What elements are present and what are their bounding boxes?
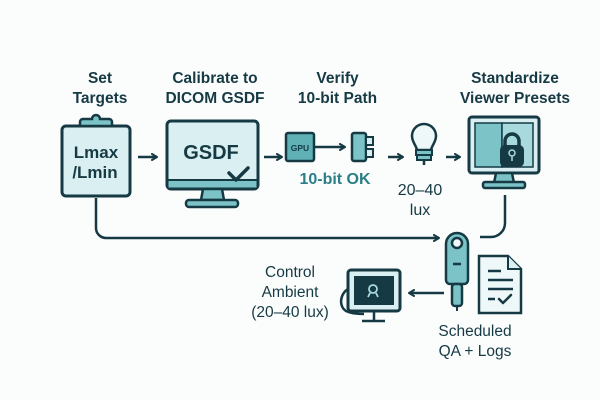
- caption-line: QA + Logs: [438, 343, 512, 360]
- document-check-icon: [477, 254, 523, 315]
- clipboard-icon: Lmax /Lmin: [60, 113, 132, 198]
- title-line: Viewer Presets: [459, 90, 570, 107]
- caption-line: Control: [265, 264, 315, 281]
- step-presets-title: Standardize Viewer Presets: [440, 69, 590, 109]
- caption-line: Scheduled: [438, 323, 512, 340]
- gpu-connector-icon: GPU: [284, 131, 374, 163]
- title-line: Verify: [316, 70, 359, 87]
- clipboard-text-line: Lmax: [74, 143, 119, 162]
- gpu-label: GPU: [291, 143, 309, 153]
- caption-line: lux: [409, 202, 431, 219]
- caption-line: Ambient: [261, 284, 319, 301]
- flow-connector: [480, 195, 507, 239]
- title-line: Targets: [72, 90, 128, 107]
- status-10bit-ok: 10-bit OK: [299, 171, 371, 188]
- title-line: Calibrate to: [172, 70, 258, 87]
- monitor-lock-icon: [467, 115, 541, 190]
- title-line: Standardize: [471, 70, 559, 87]
- gsdf-label: GSDF: [183, 142, 239, 164]
- photometer-icon: [444, 231, 470, 311]
- step-set-targets-title: Set Targets: [60, 69, 140, 109]
- check-icon: [227, 166, 250, 182]
- lightbulb-icon: [410, 122, 438, 165]
- lux-caption: 20–40 lux: [390, 181, 450, 221]
- monitor-check-icon: GSDF: [165, 119, 260, 209]
- qa-logs-caption: Scheduled QA + Logs: [420, 322, 530, 362]
- title-line: DICOM GSDF: [165, 90, 265, 107]
- clipboard-text-line: /Lmin: [72, 163, 117, 182]
- title-line: Set: [87, 70, 113, 87]
- title-line: 10-bit Path: [297, 90, 378, 107]
- control-ambient-caption: Control Ambient (20–40 lux): [235, 263, 345, 323]
- flow-connector: [94, 198, 440, 242]
- step-verify-title: Verify 10-bit Path: [280, 69, 395, 109]
- caption-line: (20–40 lux): [251, 304, 329, 321]
- caption-line: 20–40: [397, 182, 443, 199]
- monitor-sensor-icon: [339, 268, 402, 323]
- step-calibrate-title: Calibrate to DICOM GSDF: [150, 69, 280, 109]
